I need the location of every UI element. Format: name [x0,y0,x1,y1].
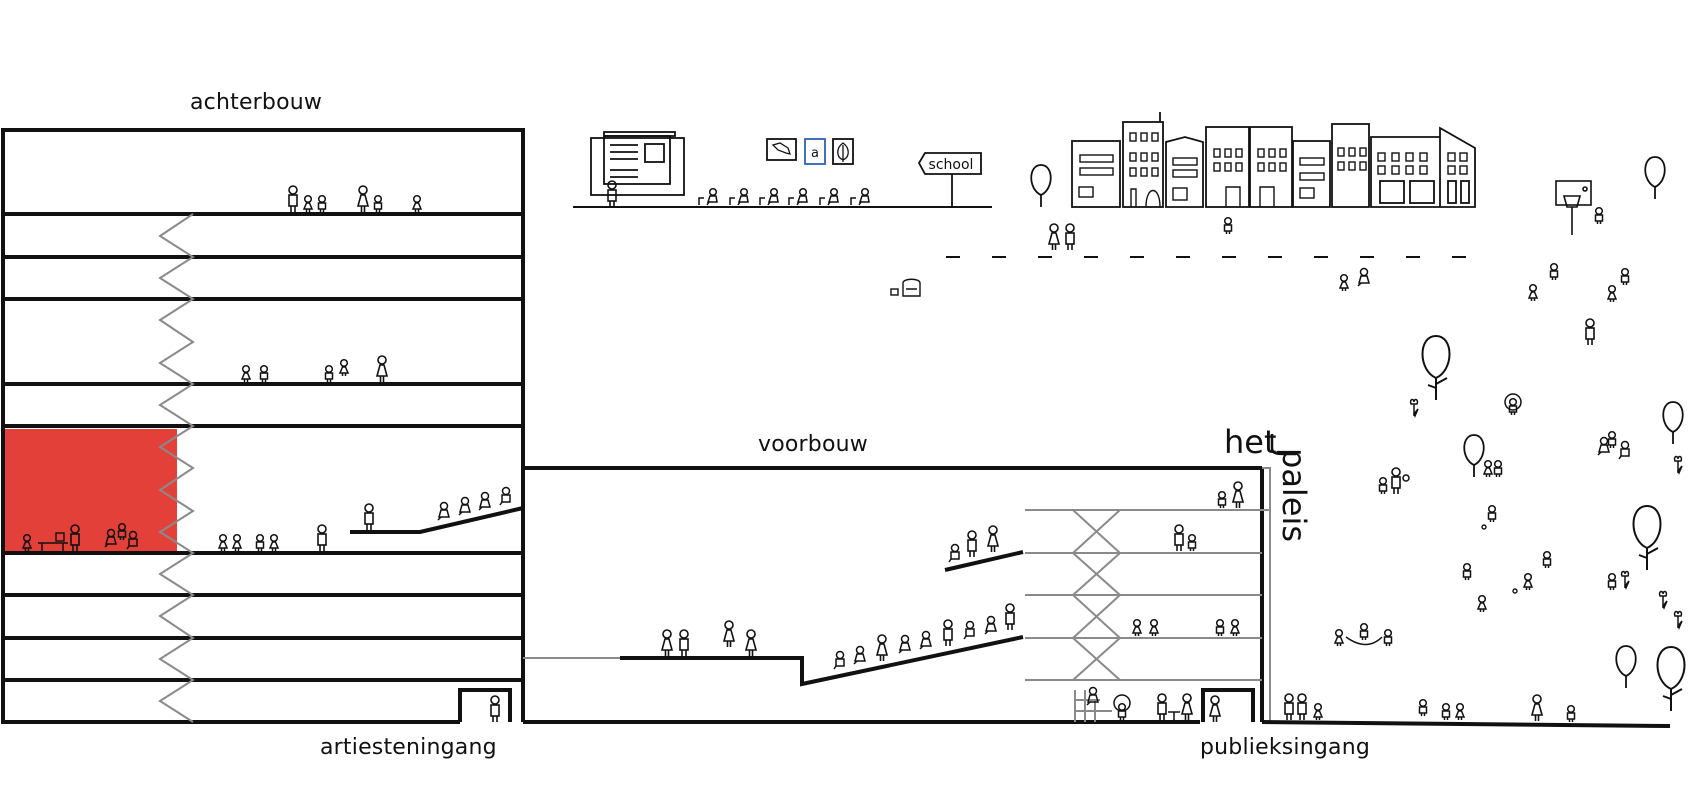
school-sign-text: school [929,157,974,173]
achterbouw-building [1,128,525,724]
het-paleis-logo: het paleis [1224,423,1313,542]
letter-a-text: a [811,146,819,161]
logo-paleis-text: paleis [1275,448,1313,542]
floor-slabs [1,128,525,724]
artist-entrance-door [458,688,512,722]
basketball-hoop-icon [1555,180,1592,235]
publieksingang-label: publieksingang [1200,735,1371,760]
park [1261,156,1686,728]
voorbouw-label: voorbouw [758,432,868,457]
logo-het-text: het [1224,423,1277,461]
galleries [1025,467,1271,722]
school-sign: school [917,152,982,207]
belgium-map-icon [766,138,797,161]
voorbouw-building [523,466,1271,724]
public-entrance-door [1201,688,1255,722]
achterbouw-label: achterbouw [190,90,323,115]
street-scene [946,112,1476,258]
blackboard-icon [590,131,685,196]
artiesteningang-label: artiesteningang [320,735,497,760]
staircase-zigzag [158,213,195,723]
leaf-icon [832,138,854,165]
backpack-icon [890,278,921,297]
stage-floor [620,635,1024,687]
letter-a-icon: a [804,138,826,165]
highlighted-room [3,429,177,554]
school-scene: a school [573,131,992,297]
